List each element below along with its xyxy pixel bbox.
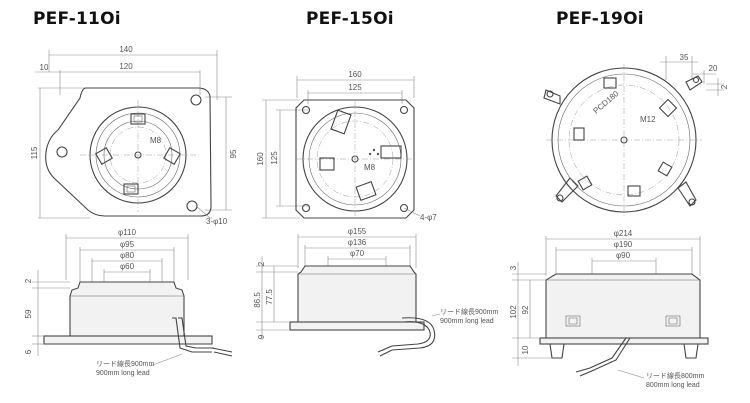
dim-15-width-total: 160 bbox=[348, 70, 362, 79]
dim-15-h1: 2 bbox=[257, 261, 266, 266]
dim-11-h1: 2 bbox=[24, 278, 33, 283]
dim-19-h3: 92 bbox=[521, 305, 530, 314]
lead-19-en: 800mm long lead bbox=[646, 382, 700, 389]
thread-15: M8 bbox=[364, 163, 376, 172]
model-title-pef-11oi: PEF-11Oi bbox=[33, 9, 121, 29]
dim-11-d3: φ80 bbox=[120, 251, 135, 260]
dim-15-height-total: 160 bbox=[256, 152, 265, 166]
dim-15-width-inner: 125 bbox=[348, 83, 362, 92]
dim-11-height-total: 115 bbox=[30, 146, 39, 159]
model-title-pef-19oi: PEF-19Oi bbox=[556, 9, 644, 29]
lead-15-jp: リード線長900mm bbox=[440, 307, 499, 316]
thread-19: M12 bbox=[640, 115, 656, 124]
dim-19-b: 20 bbox=[709, 64, 718, 73]
lead-11-en: 900mm long lead bbox=[96, 370, 150, 377]
dim-19-h1: 3 bbox=[509, 265, 518, 270]
dim-11-width-inner: 120 bbox=[119, 62, 133, 71]
dim-15-h4: 9 bbox=[257, 334, 266, 339]
dim-19-h2: 102 bbox=[509, 305, 518, 319]
dim-15-d2: φ136 bbox=[348, 238, 367, 247]
model-title-pef-15oi: PEF-15Oi bbox=[306, 9, 394, 29]
pef-11oi-top-view: 140 10 120 115 95 bbox=[30, 45, 238, 226]
dim-15-d3: φ70 bbox=[350, 249, 365, 258]
pef-19oi-side-view: φ214 φ190 φ90 bbox=[509, 229, 709, 389]
dim-11-height-inner: 95 bbox=[229, 149, 238, 158]
dim-15-d1: φ155 bbox=[348, 227, 367, 236]
dim-19-d1: φ214 bbox=[614, 229, 633, 238]
pef-11oi-side-view: φ110 φ95 φ80 φ60 bbox=[24, 228, 233, 377]
dim-11-d4: φ60 bbox=[120, 262, 135, 271]
dim-19-c: 2 bbox=[720, 84, 729, 89]
dim-11-h3: 6 bbox=[24, 349, 33, 354]
dim-15-h3: 86.5 bbox=[253, 292, 262, 308]
dim-19-d2: φ190 bbox=[614, 240, 633, 249]
dim-11-offset: 10 bbox=[40, 63, 49, 72]
pef-15oi-top-view: 160 125 160 125 bbox=[256, 70, 437, 222]
holes-11: 3-φ10 bbox=[206, 217, 228, 226]
lead-11-jp: リード線長900mm bbox=[96, 359, 155, 368]
dim-11-width-total: 140 bbox=[119, 45, 133, 54]
pef-15oi-side-view: φ155 φ136 φ70 2 77.5 bbox=[253, 227, 499, 357]
pcd-19: PCD180 bbox=[592, 89, 621, 116]
lead-15-en: 900mm long lead bbox=[440, 318, 494, 325]
lead-19-jp: リード線長800mm bbox=[646, 371, 705, 380]
dim-15-h2: 77.5 bbox=[265, 289, 274, 305]
dim-19-d3: φ90 bbox=[616, 251, 631, 260]
dim-11-d1: φ110 bbox=[118, 228, 136, 237]
dim-19-h4: 10 bbox=[521, 345, 530, 354]
holes-15: 4-φ7 bbox=[420, 213, 437, 222]
pef-19oi-top-view: 35 20 2 bbox=[543, 53, 729, 216]
dim-11-h2: 59 bbox=[24, 309, 33, 318]
thread-11: M8 bbox=[150, 136, 162, 145]
dim-19-a: 35 bbox=[680, 53, 689, 62]
dim-11-d2: φ95 bbox=[120, 240, 135, 249]
dim-15-height-inner: 125 bbox=[270, 151, 279, 165]
